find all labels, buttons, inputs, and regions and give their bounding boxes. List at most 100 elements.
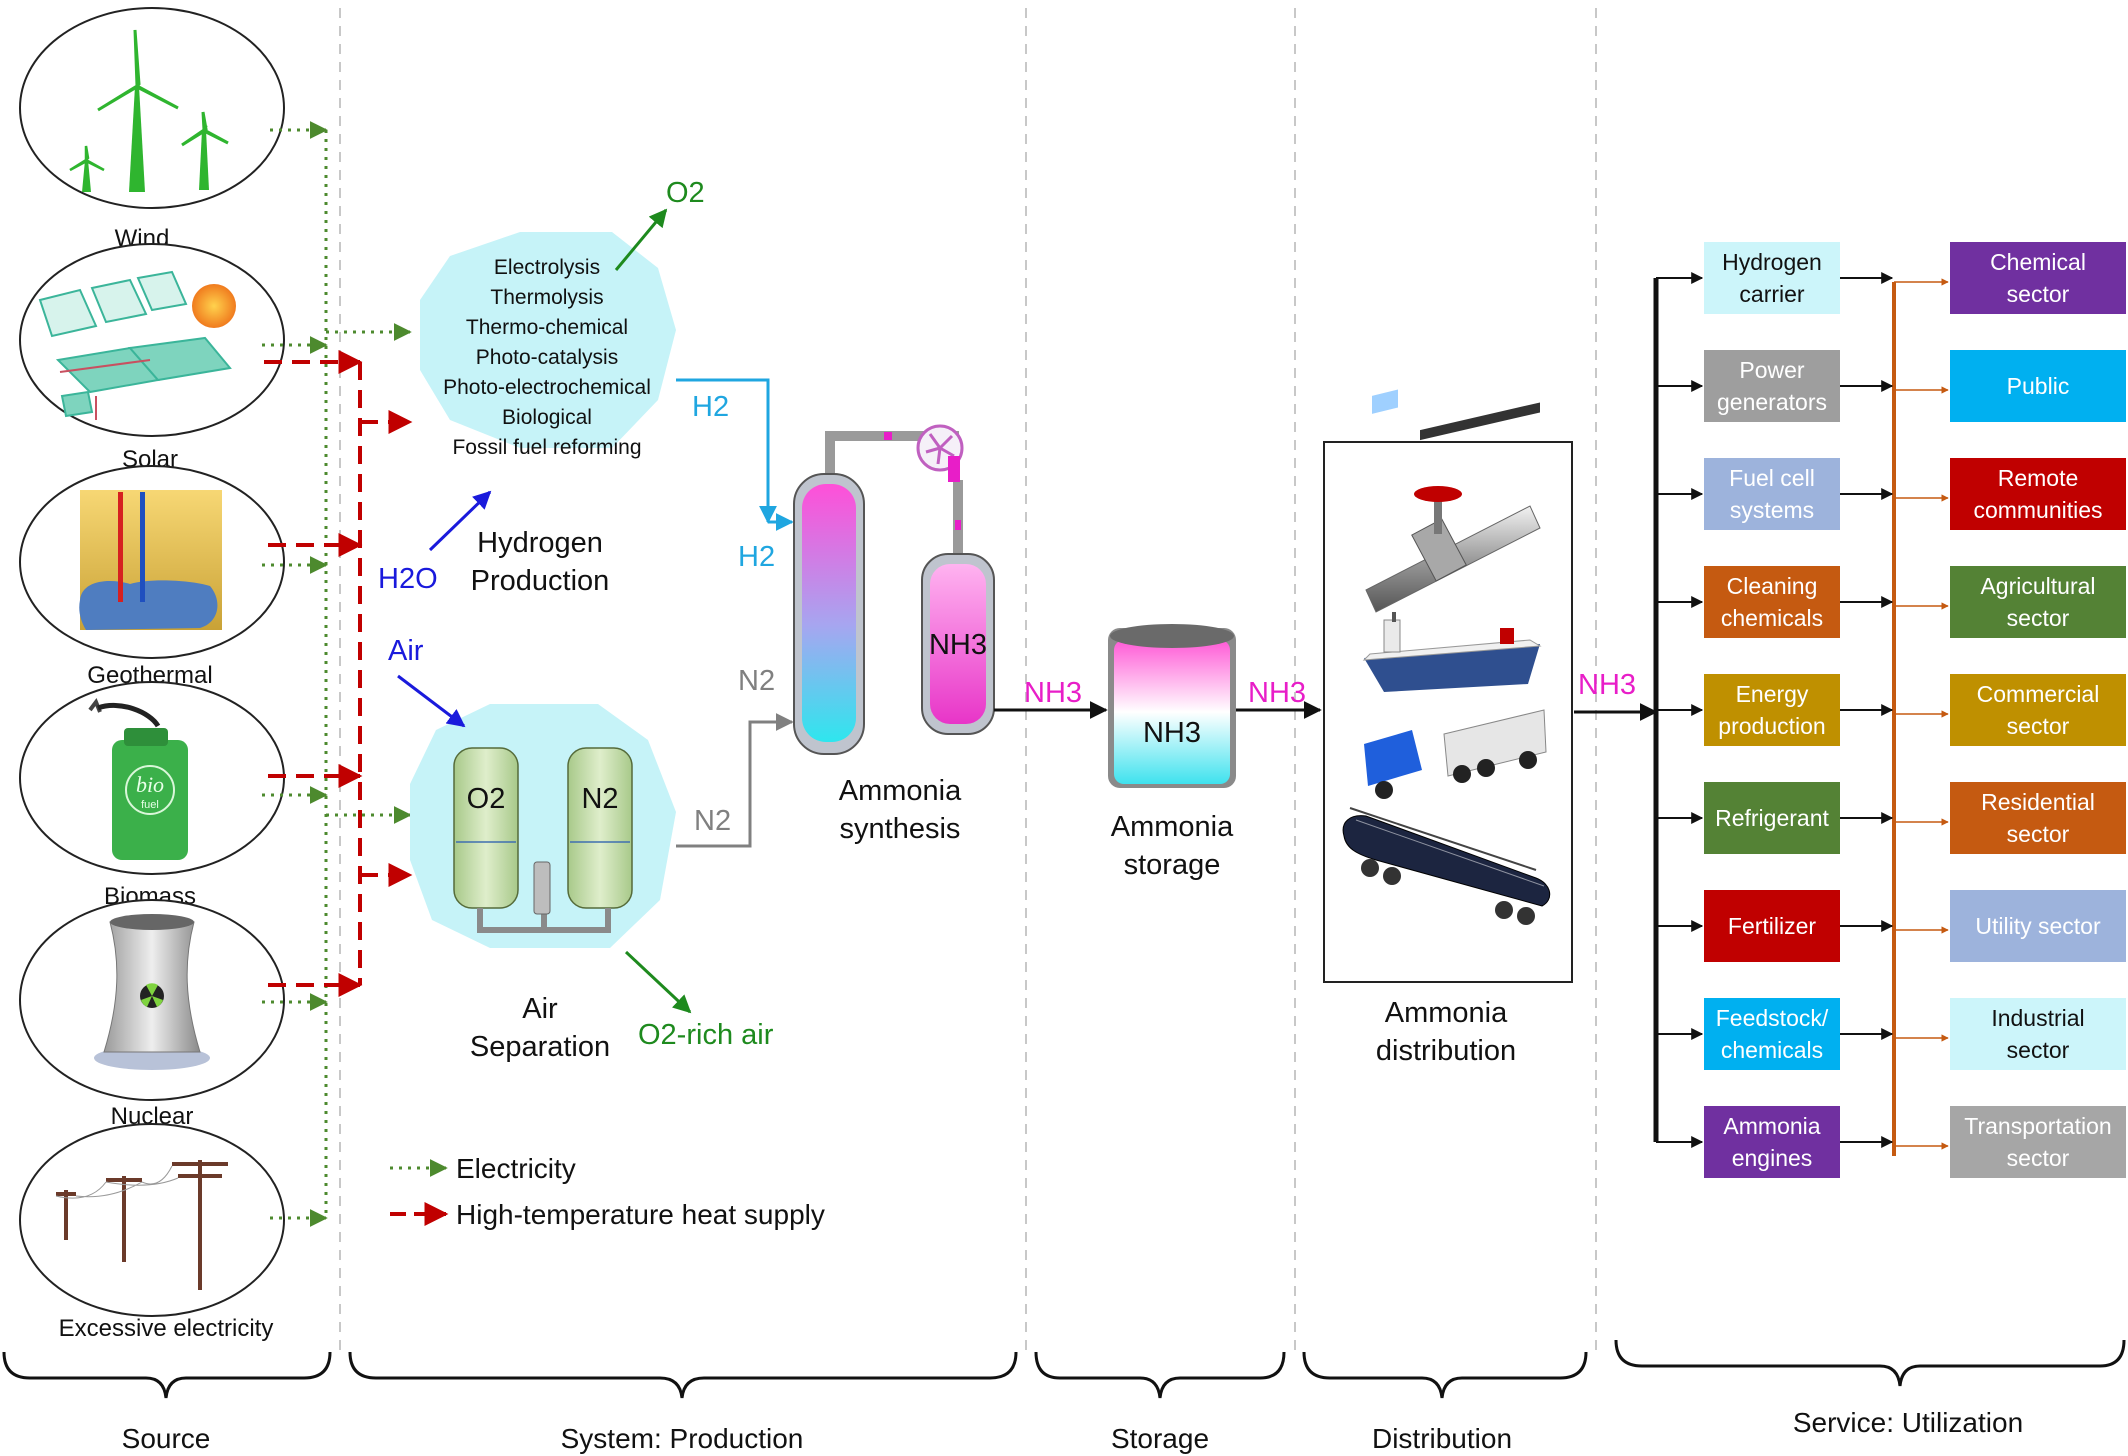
sector-0: Chemical sector bbox=[1950, 242, 2126, 314]
air-separation-title-2: Separation bbox=[470, 1031, 610, 1063]
ammonia-storage-unit: NH3 Ammonia storage bbox=[1108, 624, 1236, 881]
sector-label: Utility sector bbox=[1975, 913, 2101, 939]
hydrogen-method-list: Electrolysis Thermolysis Thermo-chemical… bbox=[443, 256, 651, 459]
sector-label: Agricultural bbox=[1980, 573, 2095, 599]
geothermal-icon bbox=[79, 490, 222, 630]
air-arrow bbox=[397, 674, 466, 728]
legend-electricity-label: Electricity bbox=[456, 1153, 576, 1184]
nh3-flow-label-3: NH3 bbox=[1578, 669, 1636, 701]
application-label: Refrigerant bbox=[1715, 805, 1829, 831]
sector-box bbox=[1950, 674, 2126, 746]
separator-vessel bbox=[930, 564, 986, 724]
storage-nh3-label: NH3 bbox=[1143, 717, 1201, 749]
source-wind: Wind bbox=[19, 7, 285, 252]
sector-box bbox=[1950, 782, 2126, 854]
source-excess: Excessive electricity bbox=[19, 1123, 285, 1342]
separation-valve bbox=[533, 861, 551, 915]
h2o-label: H2O bbox=[378, 563, 438, 595]
sector-label: Remote bbox=[1998, 465, 2079, 491]
application-label: production bbox=[1718, 713, 1825, 739]
sector-label: Chemical bbox=[1990, 249, 2086, 275]
n2-label-upper: N2 bbox=[738, 665, 775, 697]
h2-label-upper: H2 bbox=[692, 391, 729, 423]
separation-manifold bbox=[477, 908, 611, 933]
tanker-truck-icon bbox=[1364, 389, 1547, 799]
sector-label: sector bbox=[2007, 1037, 2070, 1063]
o2-tank-label: O2 bbox=[467, 783, 506, 815]
o2-arrow-top bbox=[614, 208, 668, 271]
application-label: carrier bbox=[1739, 281, 1805, 307]
ship-icon bbox=[1362, 612, 1542, 692]
application-box bbox=[1704, 674, 1840, 746]
brace-distribution bbox=[1302, 1351, 1588, 1399]
sector-label: sector bbox=[2007, 821, 2070, 847]
application-label: Fertilizer bbox=[1728, 913, 1817, 939]
application-box bbox=[1704, 242, 1840, 314]
o2-label-top: O2 bbox=[666, 177, 705, 209]
ammonia-distribution-title-2: distribution bbox=[1376, 1035, 1516, 1067]
source-label-excess: Excessive electricity bbox=[59, 1315, 274, 1342]
ammonia-distribution-unit: Ammonia distribution bbox=[1323, 389, 1573, 1067]
compressor-icon bbox=[916, 424, 964, 482]
application-label: chemicals bbox=[1721, 605, 1823, 631]
sector-label: Industrial bbox=[1991, 1005, 2084, 1031]
method-6: Fossil fuel reforming bbox=[452, 436, 641, 459]
solar-panel-icon bbox=[38, 270, 232, 420]
application-4: Energy production bbox=[1704, 674, 1840, 746]
application-label: engines bbox=[1732, 1145, 1813, 1171]
biofuel-can-icon: bio fuel bbox=[88, 697, 188, 860]
stage-label-source: Source bbox=[122, 1423, 211, 1454]
excess-ellipse bbox=[19, 1123, 285, 1317]
n2-flow bbox=[676, 713, 794, 848]
application-label: generators bbox=[1717, 389, 1827, 415]
application-label: Energy bbox=[1736, 681, 1809, 707]
stage-label-production: System: Production bbox=[561, 1423, 804, 1454]
stage-label-utilization: Service: Utilization bbox=[1793, 1407, 2023, 1438]
method-2: Thermo-chemical bbox=[466, 316, 628, 339]
sector-5: Residential sector bbox=[1950, 782, 2126, 854]
application-box bbox=[1704, 782, 1840, 854]
electricity-network bbox=[262, 121, 412, 1227]
application-box bbox=[1704, 350, 1840, 422]
sector-label: Public bbox=[2007, 373, 2070, 399]
sector-1: Public bbox=[1950, 350, 2126, 422]
o2-rich-arrow bbox=[624, 950, 692, 1014]
o2-tank bbox=[453, 747, 519, 909]
ammonia-synthesis-unit: NH3 Ammonia synthesis bbox=[793, 424, 995, 845]
stage-label-distribution: Distribution bbox=[1372, 1423, 1512, 1454]
sector-label: sector bbox=[2007, 281, 2070, 307]
h2-label-lower: H2 bbox=[738, 541, 775, 573]
method-3: Photo-catalysis bbox=[476, 346, 618, 369]
legend-heat-label: High-temperature heat supply bbox=[456, 1199, 825, 1230]
sector-box bbox=[1950, 242, 2126, 314]
stage-separators bbox=[339, 8, 1597, 1350]
stage-braces bbox=[2, 1339, 2126, 1399]
h2o-arrow bbox=[428, 490, 492, 552]
application-5: Refrigerant bbox=[1704, 782, 1840, 854]
storage-tank-fill bbox=[1114, 640, 1230, 784]
sector-label: Residential bbox=[1981, 789, 2095, 815]
rail-tank-car-icon bbox=[1342, 807, 1551, 925]
legend: Electricity High-temperature heat supply bbox=[390, 1153, 825, 1230]
source-nuclear: Nuclear bbox=[19, 899, 285, 1130]
application-6: Fertilizer bbox=[1704, 890, 1840, 962]
method-5: Biological bbox=[502, 406, 592, 429]
solar-ellipse bbox=[19, 243, 285, 437]
power-pole-icon bbox=[55, 1160, 228, 1290]
nh3-flow-label-1: NH3 bbox=[1024, 677, 1082, 709]
ammonia-storage-title-2: storage bbox=[1124, 849, 1221, 881]
brace-source bbox=[2, 1351, 332, 1399]
application-label: Feedstock/ bbox=[1716, 1005, 1829, 1031]
brace-storage bbox=[1034, 1351, 1286, 1399]
air-separation-title-1: Air bbox=[522, 993, 558, 1025]
sector-label: sector bbox=[2007, 605, 2070, 631]
air-label: Air bbox=[388, 635, 424, 667]
synthesis-nh3-label: NH3 bbox=[929, 629, 987, 661]
n2-label-lower: N2 bbox=[694, 805, 731, 837]
application-label: Power bbox=[1739, 357, 1805, 383]
